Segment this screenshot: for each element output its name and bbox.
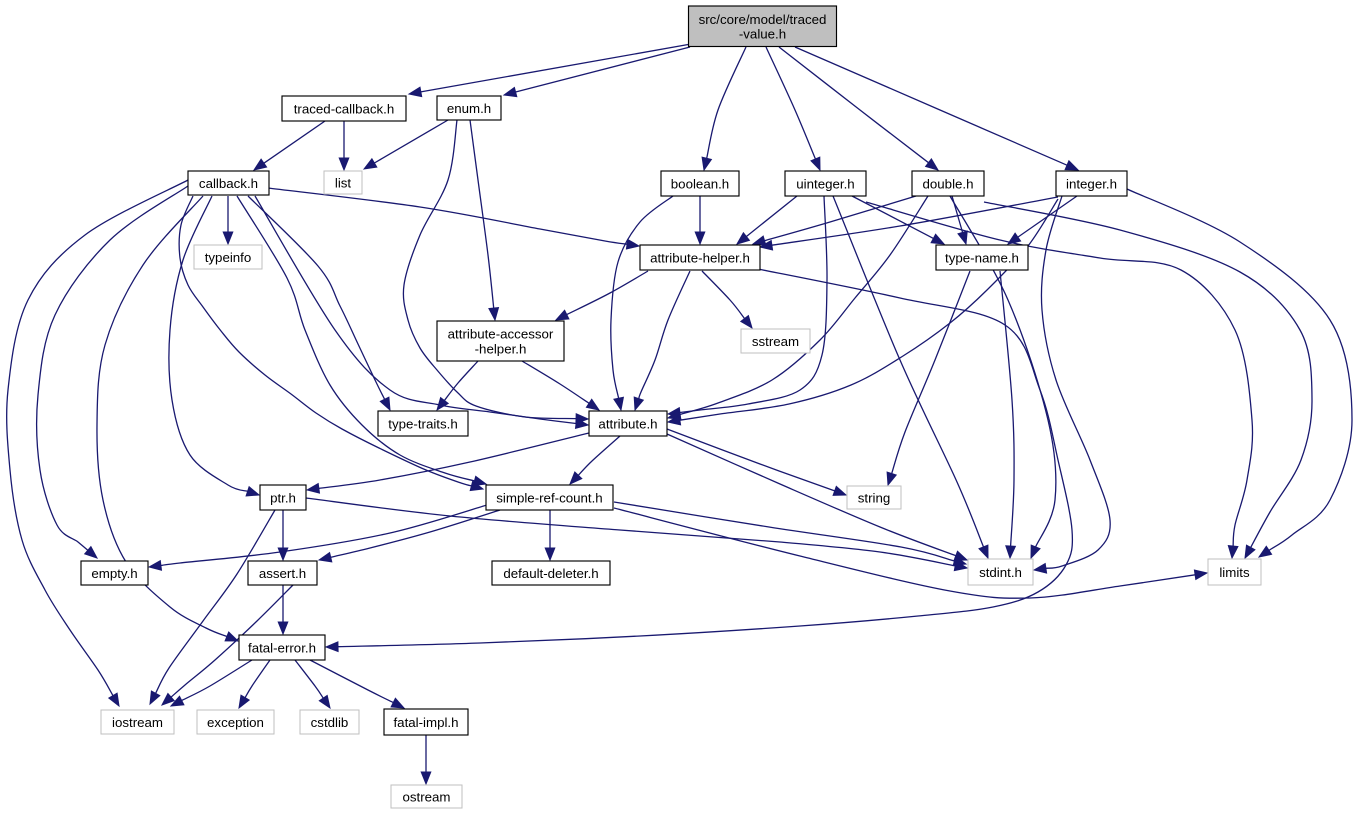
svg-text:sstream: sstream	[752, 334, 799, 349]
svg-text:type-traits.h: type-traits.h	[388, 417, 457, 432]
svg-text:src/core/model/traced: src/core/model/traced	[699, 12, 827, 27]
svg-text:attribute.h: attribute.h	[598, 417, 657, 432]
svg-text:default-deleter.h: default-deleter.h	[503, 566, 598, 581]
svg-text:iostream: iostream	[112, 715, 163, 730]
svg-text:simple-ref-count.h: simple-ref-count.h	[496, 491, 602, 506]
svg-text:typeinfo: typeinfo	[205, 250, 252, 265]
svg-text:integer.h: integer.h	[1066, 177, 1117, 192]
svg-text:cstdlib: cstdlib	[311, 715, 349, 730]
svg-text:uinteger.h: uinteger.h	[796, 177, 854, 192]
svg-text:fatal-impl.h: fatal-impl.h	[393, 715, 458, 730]
svg-text:-value.h: -value.h	[739, 27, 786, 42]
svg-text:enum.h: enum.h	[447, 101, 491, 116]
svg-text:attribute-helper.h: attribute-helper.h	[650, 251, 750, 266]
svg-text:-helper.h: -helper.h	[475, 341, 527, 356]
svg-text:traced-callback.h: traced-callback.h	[294, 102, 395, 117]
svg-text:string: string	[858, 491, 891, 506]
svg-text:limits: limits	[1219, 565, 1250, 580]
svg-text:fatal-error.h: fatal-error.h	[248, 641, 316, 656]
svg-text:type-name.h: type-name.h	[945, 251, 1019, 266]
svg-text:boolean.h: boolean.h	[671, 177, 729, 192]
svg-text:ptr.h: ptr.h	[270, 491, 296, 506]
svg-text:exception: exception	[207, 715, 264, 730]
svg-text:ostream: ostream	[402, 790, 450, 805]
svg-text:list: list	[335, 176, 352, 191]
svg-text:empty.h: empty.h	[91, 566, 137, 581]
svg-text:callback.h: callback.h	[199, 176, 258, 191]
svg-text:assert.h: assert.h	[259, 566, 306, 581]
svg-text:attribute-accessor: attribute-accessor	[448, 327, 554, 342]
svg-text:stdint.h: stdint.h	[979, 565, 1022, 580]
svg-text:double.h: double.h	[922, 177, 973, 192]
